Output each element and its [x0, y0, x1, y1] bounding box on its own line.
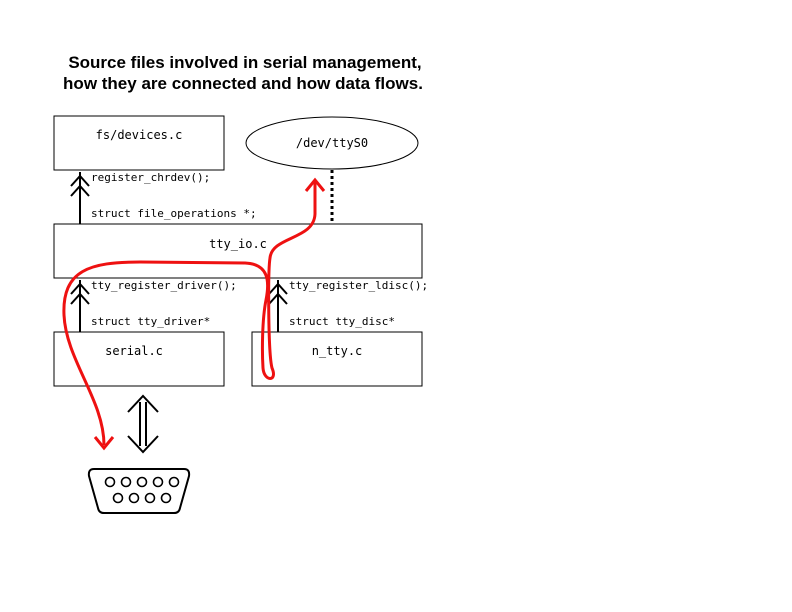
data-flow-path [62, 177, 326, 451]
tty-disc-label: struct tty_disc* [289, 315, 395, 328]
tty-driver-label: struct tty_driver* [91, 315, 210, 328]
n-tty-label: n_tty.c [312, 344, 363, 358]
tty-register-driver-label: tty_register_driver(); [91, 279, 237, 292]
file-operations-label: struct file_operations *; [91, 207, 257, 220]
double-arrow-icon [127, 394, 159, 454]
tty-io-box [53, 223, 423, 279]
title-line-1: Source files involved in serial manageme… [68, 53, 421, 72]
register-ldisc-arrow [268, 280, 288, 332]
db9-serial-port-icon [87, 468, 191, 514]
register-chrdev-label: register_chrdev(); [91, 171, 210, 184]
n-tty-node: n_tty.c [251, 331, 423, 387]
n-tty-box [251, 331, 423, 387]
tty-io-node: tty_io.c [53, 223, 423, 279]
tty-io-label: tty_io.c [209, 237, 267, 251]
register-driver-arrow [70, 280, 90, 332]
dev-ttys0-ellipse [245, 116, 419, 170]
dev-ttys0-node: /dev/ttyS0 [245, 116, 419, 170]
serial-box [53, 331, 225, 387]
fs-devices-node: fs/devices.c [53, 115, 225, 171]
dev-ttys0-label: /dev/ttyS0 [296, 136, 368, 150]
title-line-2: how they are connected and how data flow… [63, 74, 423, 93]
serial-label: serial.c [105, 344, 163, 358]
fs-devices-box [53, 115, 225, 171]
tty-register-ldisc-label: tty_register_ldisc(); [289, 279, 428, 292]
register-chrdev-arrow [70, 172, 90, 224]
fs-devices-label: fs/devices.c [96, 128, 183, 142]
serial-node: serial.c [53, 331, 225, 387]
